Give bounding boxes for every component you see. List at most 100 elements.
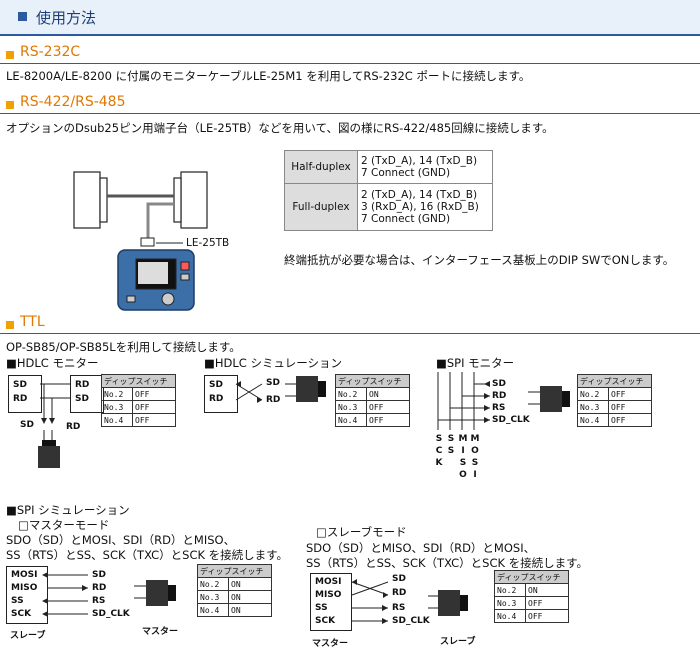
pin-label: RD xyxy=(13,394,28,404)
rs232-description: LE-8200A/LE-8200 に付属のモニターケーブルLE-25M1 を利用… xyxy=(6,69,531,83)
pin-label: MOSI xyxy=(315,577,342,587)
device-caption: スレーブ xyxy=(440,637,476,647)
hdlc-monitor-device-a: SD RD xyxy=(8,375,42,413)
dip-key: No.4 xyxy=(577,413,609,427)
section-divider xyxy=(0,63,700,64)
table-row: ディップスイッチ xyxy=(197,564,272,578)
spi-monitor-title: ■SPI モニター xyxy=(436,356,515,370)
sd-label: SD xyxy=(266,378,280,388)
pin-line: 7 Connect (GND) xyxy=(361,167,451,179)
spi-label: RS xyxy=(492,403,506,413)
dip-header: ディップスイッチ xyxy=(577,374,652,388)
termination-note: 終端抵抗が必要な場合は、インターフェース基板上のDIP SWでONします。 xyxy=(284,253,675,267)
header-bullet-icon xyxy=(18,12,27,21)
section-title-rs232: RS-232C xyxy=(20,44,81,60)
dip-value: OFF xyxy=(525,596,569,610)
pin-label: SD xyxy=(75,394,89,404)
pin-label: RD xyxy=(75,380,90,390)
signal-letter: I xyxy=(461,446,465,456)
table-row: Half-duplex 2 (TxD_A), 14 (TxD_B) 7 Conn… xyxy=(284,150,493,184)
signal-letter: K xyxy=(435,458,443,468)
device-caption: マスター xyxy=(312,639,349,649)
spi-label: SD xyxy=(492,379,506,389)
signal-letter: O xyxy=(471,446,479,456)
rd-label: RD xyxy=(66,422,81,432)
table-row: ディップスイッチ xyxy=(101,374,176,388)
signal-letter: S xyxy=(471,458,479,468)
hdlc-monitor-title: ■HDLC モニター xyxy=(6,356,99,370)
spi-signal-column: S S xyxy=(446,433,456,457)
pin-label: SS xyxy=(315,603,328,613)
signal-letter: S xyxy=(447,446,455,456)
spi-label: RD xyxy=(92,583,107,593)
section-divider xyxy=(0,333,700,334)
dip-header: ディップスイッチ xyxy=(494,570,569,584)
dip-header: ディップスイッチ xyxy=(101,374,176,388)
section-bullet-icon xyxy=(6,101,14,109)
slave-mode-master-device: MOSI MISO SS SCK xyxy=(310,573,352,631)
dip-value: ON xyxy=(525,583,569,597)
spi-simulation-title: ■SPI シミュレーション xyxy=(6,503,130,517)
master-mode-title: □マスターモード xyxy=(18,518,110,532)
pin-line: 7 Connect (GND) xyxy=(361,213,451,225)
pin-label: MOSI xyxy=(11,570,38,580)
slave-mode-line2: SS（RTS）とSS、SCK（TXC）とSCK を接続します。 xyxy=(306,556,589,570)
dip-value: OFF xyxy=(525,609,569,623)
spi-label: RS xyxy=(392,603,406,613)
duplex-table: Half-duplex 2 (TxD_A), 14 (TxD_B) 7 Conn… xyxy=(284,150,493,231)
rd-label: RD xyxy=(266,395,281,405)
sd-label: SD xyxy=(20,420,34,430)
dip-value: ON xyxy=(228,603,272,617)
table-row: ディップスイッチ xyxy=(577,374,652,388)
pin-label: MISO xyxy=(11,583,38,593)
section-bullet-icon xyxy=(6,51,14,59)
spi-label: RD xyxy=(492,391,507,401)
pin-label: SD xyxy=(13,380,27,390)
dip-value: OFF xyxy=(366,413,410,427)
master-mode-line2: SS（RTS）とSS、SCK（TXC）とSCK を接続します。 xyxy=(6,548,289,562)
spi-label: SD xyxy=(392,574,406,584)
spi-label: SD xyxy=(92,570,106,580)
spi-label: RD xyxy=(392,588,407,598)
page-header xyxy=(0,0,700,36)
section-bullet-icon xyxy=(6,321,14,329)
signal-letter: I xyxy=(473,470,477,480)
hdlc-simulation-title: ■HDLC シミュレーション xyxy=(204,356,342,370)
table-row: ディップスイッチ xyxy=(494,570,569,584)
master-mode-line1: SDO（SD）とMOSI、SDI（RD）とMISO、 xyxy=(6,533,236,547)
dip-value: OFF xyxy=(608,413,652,427)
dip-header: ディップスイッチ xyxy=(197,564,272,578)
slave-mode-title: □スレーブモード xyxy=(316,525,407,539)
pin-label: SCK xyxy=(315,616,336,626)
spi-label: SD_CLK xyxy=(92,609,130,619)
spi-label: SD_CLK xyxy=(392,616,430,626)
spi-label: RS xyxy=(92,596,106,606)
terminal-block-label: LE-25TB xyxy=(186,237,230,249)
spi-label: SD_CLK xyxy=(492,415,530,425)
dip-value: OFF xyxy=(132,413,176,427)
signal-letter: M xyxy=(470,434,480,444)
signal-letter: O xyxy=(459,470,467,480)
section-divider xyxy=(0,113,700,114)
pin-line: 2 (TxD_A), 14 (TxD_B) xyxy=(361,189,478,201)
device-caption: スレーブ xyxy=(10,631,46,641)
pin-label: SD xyxy=(209,380,223,390)
spi-signal-column: M I S O xyxy=(458,433,468,481)
rs422-description: オプションのDsub25ピン用端子台（LE-25TB）などを用いて、図の様にRS… xyxy=(6,121,554,135)
pin-label: SCK xyxy=(11,609,32,619)
hdlc-sim-device: SD RD xyxy=(204,375,238,413)
section-title-ttl: TTL xyxy=(20,314,45,330)
